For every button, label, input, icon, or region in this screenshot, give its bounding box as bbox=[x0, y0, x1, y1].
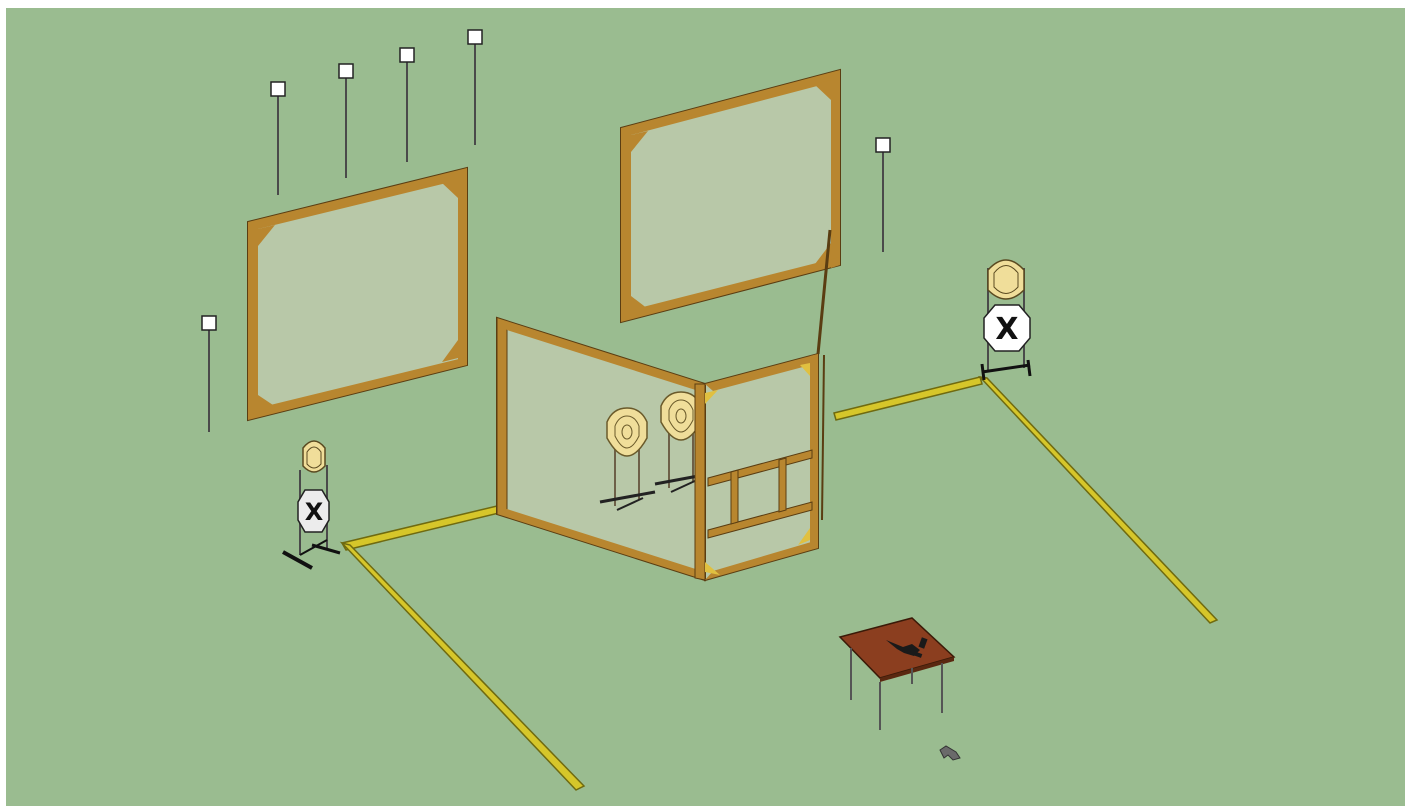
paper-target-icon bbox=[599, 407, 656, 511]
center-wall-angled bbox=[496, 316, 706, 582]
light-pole-icon bbox=[399, 47, 415, 162]
light-pole-icon bbox=[270, 81, 286, 195]
light-pole-icon bbox=[875, 137, 891, 252]
pistol-on-table-icon bbox=[886, 637, 928, 658]
no-shoot-right-label: X bbox=[995, 312, 1018, 347]
target-stand-right: X bbox=[980, 259, 1032, 381]
light-pole-icon bbox=[467, 29, 483, 145]
paper-target-icon bbox=[654, 391, 710, 493]
center-wall-window bbox=[694, 229, 832, 582]
no-shoot-left-label: X bbox=[305, 498, 324, 526]
wall-panel-right bbox=[620, 68, 841, 324]
light-poles bbox=[201, 29, 891, 432]
no-shoot-target-right bbox=[983, 304, 1031, 352]
loading-table bbox=[838, 617, 956, 730]
light-pole-icon bbox=[338, 63, 354, 178]
light-pole-icon bbox=[201, 315, 217, 432]
wall-panel-left bbox=[247, 166, 468, 422]
pistol-icon bbox=[939, 745, 961, 761]
fault-line-left bbox=[339, 505, 586, 791]
steel-target-left bbox=[302, 440, 326, 473]
no-shoot-target-left bbox=[297, 489, 330, 533]
target-stand-left: X bbox=[282, 440, 341, 570]
